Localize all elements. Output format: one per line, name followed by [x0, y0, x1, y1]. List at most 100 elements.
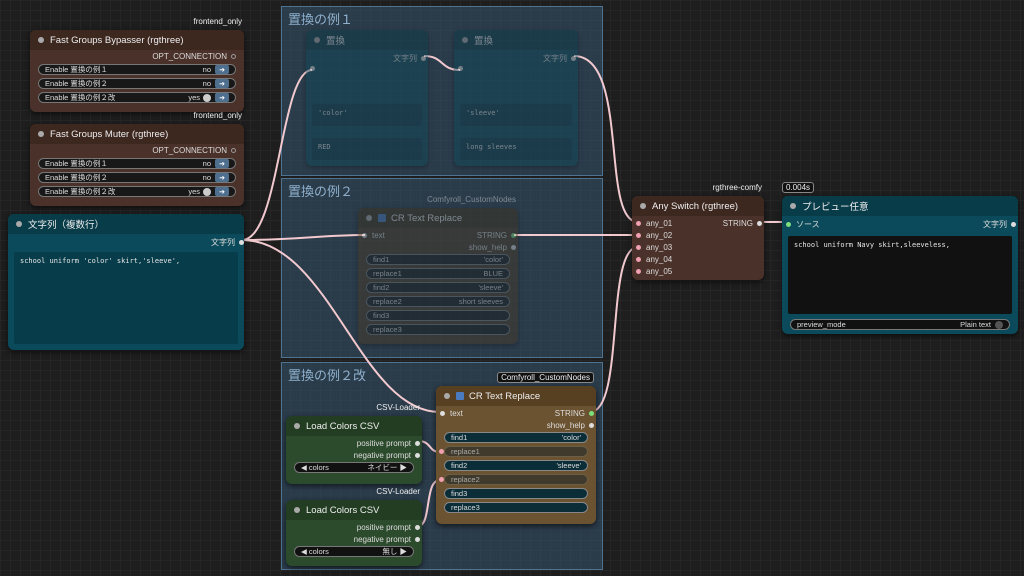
text-widget[interactable]: replace3 [366, 324, 510, 335]
slot-dot-icon[interactable] [571, 56, 576, 61]
collapse-dot-icon[interactable] [38, 131, 44, 137]
slot-dot-icon[interactable] [636, 221, 641, 226]
input-slot[interactable]: text [440, 409, 463, 418]
preview-mode-toggle[interactable]: preview_mode Plain text [790, 319, 1010, 330]
slot-dot-icon[interactable] [310, 66, 315, 71]
node-header[interactable]: Fast Groups Bypasser (rgthree) [30, 30, 244, 50]
text-widget[interactable]: find1'color' [366, 254, 510, 265]
output-slot[interactable]: positive prompt [357, 439, 420, 448]
input-slot[interactable] [310, 66, 315, 71]
node-header[interactable]: CR Text Replace [358, 208, 518, 228]
slot-dot-icon[interactable] [589, 423, 594, 428]
multiline-textarea[interactable]: school uniform 'color' skirt,'sleeve', [14, 252, 238, 344]
output-slot[interactable]: 文字列 [211, 237, 244, 248]
multiline-string-node[interactable]: 文字列（複数行） 文字列 school uniform 'color' skir… [8, 214, 244, 350]
output-slot[interactable]: STRING [723, 219, 762, 228]
toggle-widget[interactable]: Enable 置換の例１ no➔ [38, 158, 236, 169]
group-example1[interactable]: 置換の例１ [281, 6, 603, 176]
output-slot[interactable]: show_help [469, 243, 516, 252]
input-slot[interactable]: ソース [786, 219, 820, 230]
toggle-widget[interactable]: Enable 置換の例２改 yes➔ [38, 92, 236, 103]
input-slot[interactable]: any_02 [636, 231, 672, 240]
input-slot[interactable]: any_05 [636, 267, 672, 276]
collapse-dot-icon[interactable] [366, 215, 372, 221]
input-slot[interactable]: any_04 [636, 255, 672, 264]
text-widget[interactable]: find3 [366, 310, 510, 321]
arrow-right-icon[interactable]: ➔ [215, 187, 229, 196]
collapse-dot-icon[interactable] [294, 507, 300, 513]
collapse-dot-icon[interactable] [462, 37, 468, 43]
input-slot[interactable]: text [362, 231, 385, 240]
node-header[interactable]: 文字列（複数行） [8, 214, 244, 234]
colors-combo[interactable]: ◀ colors 無し ▶ [294, 546, 414, 557]
text-widget[interactable]: find2'sleeve' [444, 460, 588, 471]
toggle-widget[interactable]: Enable 置換の例２ no➔ [38, 78, 236, 89]
toggle-knob-icon[interactable] [203, 93, 211, 102]
text-widget[interactable]: find2'sleeve' [366, 282, 510, 293]
output-slot[interactable]: OPT_CONNECTION [152, 146, 236, 155]
replace-node-2[interactable]: 置換 文字列 'sleeve' long sleeves [454, 30, 578, 166]
replace-textarea[interactable]: RED [312, 138, 422, 160]
slot-dot-icon[interactable] [636, 257, 641, 262]
find-textarea[interactable]: 'sleeve' [460, 104, 572, 126]
arrow-right-icon[interactable]: ➔ [215, 79, 229, 88]
fast-groups-bypasser-node[interactable]: frontend_only Fast Groups Bypasser (rgth… [30, 17, 244, 112]
colors-combo[interactable]: ◀ colors ネイビー ▶ [294, 462, 414, 473]
collapse-dot-icon[interactable] [790, 203, 796, 209]
slot-dot-icon[interactable] [458, 66, 463, 71]
slot-dot-icon[interactable] [415, 453, 420, 458]
toggle-widget[interactable]: Enable 置換の例２ no➔ [38, 172, 236, 183]
node-header[interactable]: Fast Groups Muter (rgthree) [30, 124, 244, 144]
slot-dot-icon[interactable] [415, 525, 420, 530]
slot-dot-icon[interactable] [421, 56, 426, 61]
fast-groups-muter-node[interactable]: frontend_only Fast Groups Muter (rgthree… [30, 111, 244, 206]
output-slot[interactable]: STRING [555, 409, 594, 418]
slot-dot-icon[interactable] [636, 233, 641, 238]
slot-dot-icon[interactable] [415, 441, 420, 446]
collapse-dot-icon[interactable] [294, 423, 300, 429]
output-slot[interactable]: 文字列 [543, 53, 576, 64]
toggle-widget[interactable]: Enable 置換の例２改 yes➔ [38, 186, 236, 197]
collapse-dot-icon[interactable] [640, 203, 646, 209]
slot-dot-icon[interactable] [786, 222, 791, 227]
slot-dot-icon[interactable] [439, 449, 444, 454]
toggle-widget[interactable]: Enable 置換の例１ no➔ [38, 64, 236, 75]
node-header[interactable]: 置換 [454, 30, 578, 50]
slot-dot-icon[interactable] [636, 245, 641, 250]
preview-any-node[interactable]: 0.004s プレビュー任意 ソース 文字列 school uniform Na… [782, 182, 1018, 334]
output-slot[interactable]: 文字列 [393, 53, 426, 64]
arrow-right-icon[interactable]: ➔ [215, 65, 229, 74]
replace-textarea[interactable]: long sleeves [460, 138, 572, 160]
converted-widget[interactable]: replace2 [444, 474, 588, 485]
text-widget[interactable]: find3 [444, 488, 588, 499]
node-header[interactable]: プレビュー任意 [782, 196, 1018, 216]
toggle-knob-icon[interactable] [203, 187, 211, 196]
collapse-dot-icon[interactable] [314, 37, 320, 43]
chevron-right-icon[interactable]: ▶ [399, 547, 408, 556]
output-slot[interactable]: STRING [477, 231, 516, 240]
slot-dot-icon[interactable] [636, 269, 641, 274]
slot-dot-icon[interactable] [439, 477, 444, 482]
node-header[interactable]: Load Colors CSV [286, 416, 422, 436]
slot-dot-icon[interactable] [511, 245, 516, 250]
slot-dot-icon[interactable] [757, 221, 762, 226]
output-slot[interactable]: negative prompt [354, 451, 420, 460]
output-slot[interactable]: negative prompt [354, 535, 420, 544]
replace-node-1[interactable]: 置換 文字列 'color' RED [306, 30, 428, 166]
slot-dot-icon[interactable] [589, 411, 594, 416]
chevron-left-icon[interactable]: ◀ [301, 463, 307, 472]
collapse-dot-icon[interactable] [38, 37, 44, 43]
slot-dot-icon[interactable] [362, 233, 367, 238]
cr-text-replace-node-2[interactable]: Comfyroll_CustomNodes CR Text Replace te… [436, 372, 596, 524]
slot-dot-icon[interactable] [231, 54, 236, 59]
toggle-knob-icon[interactable] [995, 320, 1003, 329]
cr-text-replace-node-1[interactable]: Comfyroll_CustomNodes CR Text Replace te… [358, 195, 518, 344]
collapse-dot-icon[interactable] [444, 393, 450, 399]
chevron-left-icon[interactable]: ◀ [301, 547, 307, 556]
input-slot[interactable]: any_03 [636, 243, 672, 252]
node-header[interactable]: Load Colors CSV [286, 500, 422, 520]
input-slot[interactable] [458, 66, 463, 71]
